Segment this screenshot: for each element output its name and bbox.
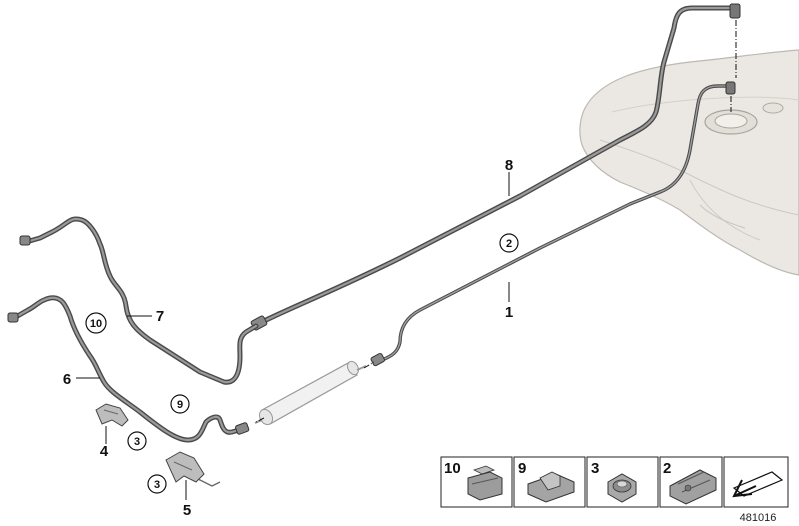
callout-8: 8 <box>505 157 513 174</box>
svg-text:3: 3 <box>134 436 140 448</box>
callout-4: 4 <box>100 443 109 460</box>
pipe-1-tank-connector <box>725 81 736 95</box>
pipe-8-tank-connector <box>729 3 741 19</box>
hex-nut-icon <box>607 473 637 503</box>
legend-item-2: 2 <box>659 456 723 508</box>
assembly-line-filter-right <box>363 361 375 369</box>
fuel-tank <box>579 49 799 276</box>
callout-5: 5 <box>183 502 191 519</box>
fuel-filter <box>254 360 367 426</box>
legend-number-9: 9 <box>518 460 526 477</box>
clip-holder-icon <box>527 471 575 503</box>
callout-7: 7 <box>156 308 164 325</box>
callout-6: 6 <box>63 371 71 388</box>
legend-item-3: 3 <box>586 456 659 508</box>
bracket-4 <box>95 403 129 427</box>
pipe-6-filter-connector <box>235 422 250 435</box>
ground-strap <box>195 477 221 487</box>
svg-text:3: 3 <box>154 479 160 491</box>
fuel-pipe-6 <box>7 295 250 443</box>
fuel-pipe-7 <box>19 216 259 385</box>
pipe-7-end-connector <box>19 235 31 246</box>
fuel-pipe-1 <box>370 81 736 367</box>
fuel-pipe-8 <box>250 3 741 331</box>
legend-number-3: 3 <box>591 460 599 477</box>
callout-1: 1 <box>505 304 513 321</box>
hose-holder-icon <box>467 465 503 501</box>
legend-number-2: 2 <box>663 460 671 477</box>
diagram-id: 481016 <box>740 512 777 524</box>
legend-item-9: 9 <box>513 456 586 508</box>
pipe-6-end-connector <box>7 312 19 323</box>
circled-ref-9: 9 <box>170 394 190 414</box>
circled-ref-3-lower: 3 <box>147 474 167 494</box>
pipe-1-filter-connector <box>370 352 385 367</box>
svg-text:2: 2 <box>506 238 512 250</box>
circled-ref-10: 10 <box>85 312 107 334</box>
svg-text:10: 10 <box>90 318 102 330</box>
legend-number-10: 10 <box>444 460 461 477</box>
legend-direction <box>723 456 789 508</box>
bracket-5 <box>165 451 205 483</box>
parts-legend: 10 9 3 <box>440 456 789 508</box>
circled-ref-3-upper: 3 <box>127 431 147 451</box>
forward-direction-arrow-icon <box>732 471 784 498</box>
assembly-line-filter <box>255 417 265 423</box>
legend-item-10: 10 <box>440 456 513 508</box>
double-clip-icon <box>669 469 717 505</box>
circled-ref-2: 2 <box>499 233 519 253</box>
svg-text:9: 9 <box>177 399 183 411</box>
